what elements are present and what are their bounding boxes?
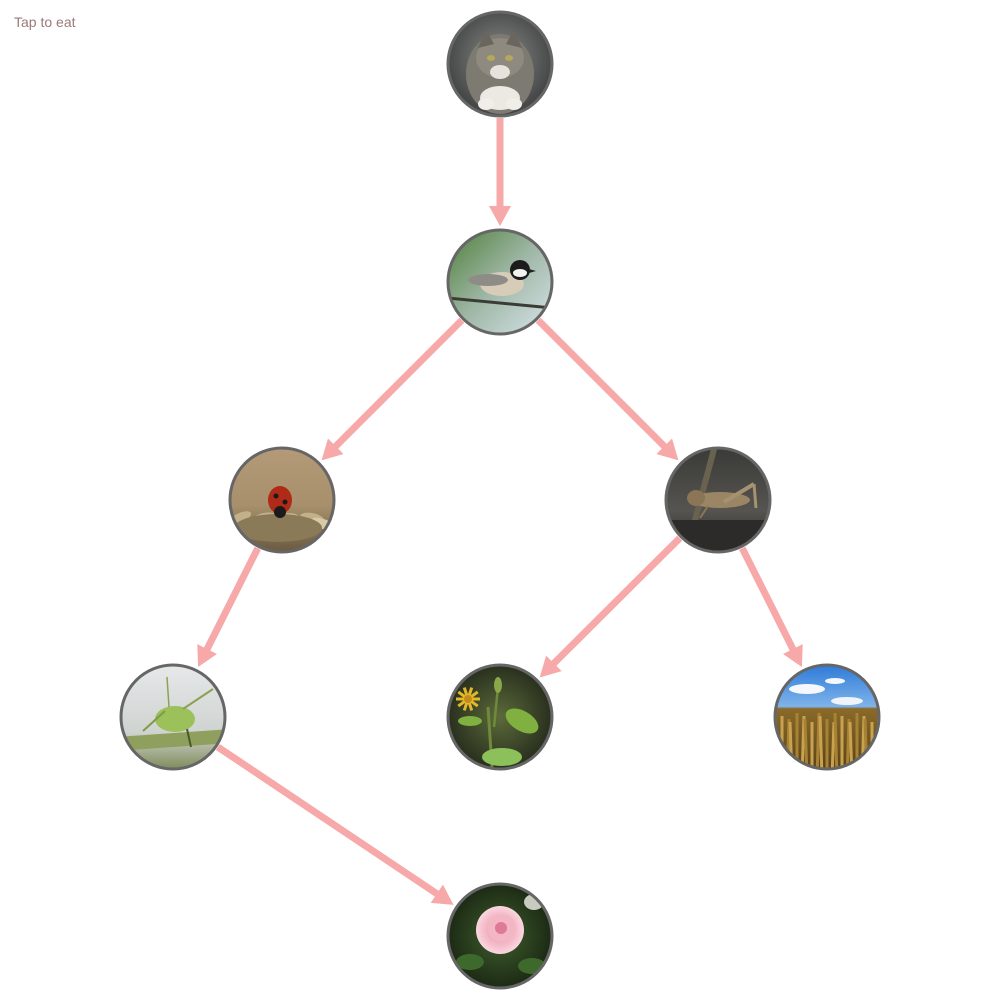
chickadee-photo-icon xyxy=(449,231,551,333)
aphid-photo-icon xyxy=(122,666,224,768)
arrow-shaft xyxy=(331,317,465,451)
node-rose[interactable] xyxy=(446,882,554,990)
tap-to-eat-hint: Tap to eat xyxy=(14,14,76,30)
grasshopper-photo-icon xyxy=(667,449,769,551)
node-ring xyxy=(446,228,554,336)
node-grasshopper[interactable] xyxy=(664,445,772,560)
node-flower[interactable] xyxy=(446,663,554,771)
arrow-shaft xyxy=(215,744,441,898)
node-aphid[interactable] xyxy=(119,663,227,771)
cat-photo-icon xyxy=(449,13,551,115)
rose-photo-icon xyxy=(449,885,551,987)
arrow-head xyxy=(656,438,679,461)
arrow-shaft xyxy=(549,535,683,668)
node-ladybug[interactable] xyxy=(227,446,336,554)
arrow-head xyxy=(489,206,511,226)
node-ring xyxy=(446,10,554,118)
arrow-head xyxy=(197,644,217,667)
arrow-ladybug-to-aphid xyxy=(197,546,261,667)
node-ring xyxy=(664,446,772,554)
node-ring xyxy=(773,663,881,771)
arrow-bird-to-ladybug xyxy=(321,317,465,461)
edges-layer xyxy=(197,118,803,905)
node-ring xyxy=(119,663,227,771)
arrow-aphid-to-rose xyxy=(215,744,454,905)
arrow-shaft xyxy=(535,317,669,451)
node-wheat[interactable] xyxy=(773,663,882,777)
arrow-head xyxy=(321,438,344,461)
arrow-head xyxy=(539,655,562,678)
node-ring xyxy=(446,882,554,990)
ladybug-photo-icon xyxy=(231,449,333,551)
node-cat[interactable] xyxy=(446,10,554,118)
arrow-shaft xyxy=(203,546,261,653)
arrow-head xyxy=(783,644,803,667)
arrow-grasshopper-to-wheat xyxy=(739,546,803,667)
arrow-cat-to-bird xyxy=(489,118,511,226)
node-bird[interactable] xyxy=(446,228,554,336)
node-ring xyxy=(228,446,336,554)
arrow-grasshopper-to-flower xyxy=(539,535,683,678)
arrow-head xyxy=(430,884,454,905)
arrow-shaft xyxy=(739,546,797,653)
arrow-bird-to-grasshopper xyxy=(535,317,679,461)
yellow-flower-photo-icon xyxy=(449,666,551,768)
node-ring xyxy=(446,663,554,771)
